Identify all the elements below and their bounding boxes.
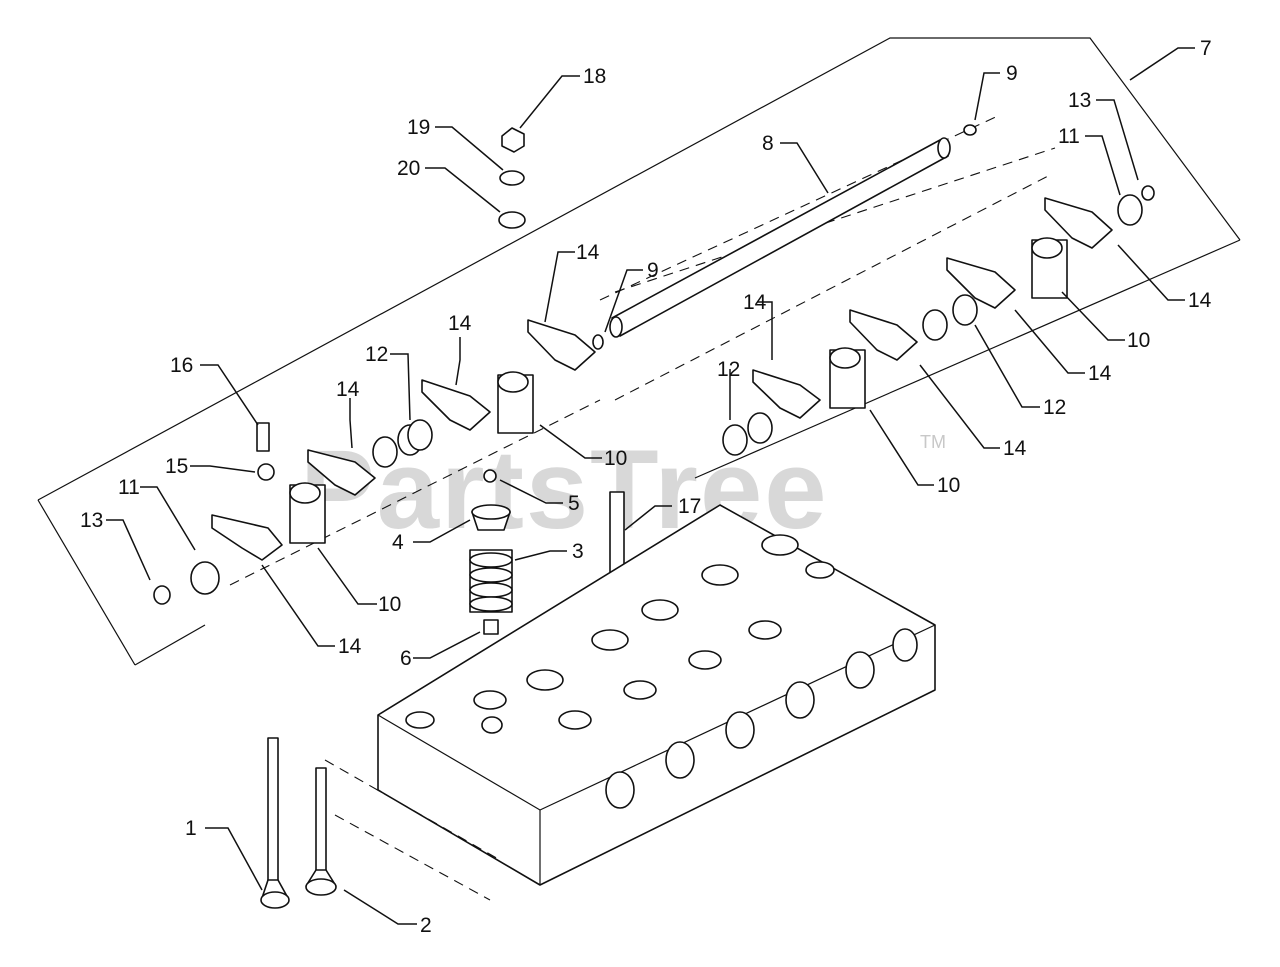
callout-14-center-right: 14 [743,291,767,314]
callout-20: 20 [397,157,420,180]
rocker-springs [372,294,978,468]
callout-12-center: 12 [717,358,740,381]
callout-10-right-lower: 10 [937,474,960,497]
callout-14-right-middle: 14 [1088,362,1112,385]
callout-10-center: 10 [604,447,627,470]
callout-12-right: 12 [1043,396,1066,419]
callout-11-left: 11 [118,476,140,499]
callout-14-center-left: 14 [448,312,472,335]
callout-14-center-top: 14 [576,241,600,264]
callout-7: 7 [1200,37,1212,60]
callout-4: 4 [392,531,404,554]
callout-12-left: 12 [365,343,388,366]
callout-16: 16 [170,354,193,377]
callout-2: 2 [420,914,432,937]
callout-14-left-upper: 14 [336,378,360,401]
cylinder-head [377,504,936,886]
watermark-trademark: TM [920,432,946,452]
callout-8: 8 [762,132,774,155]
callout-3: 3 [572,540,584,563]
callout-18: 18 [583,65,606,88]
callout-1: 1 [185,817,197,840]
callout-9-right: 9 [1006,62,1018,85]
center-lines [229,114,1056,586]
callout-19: 19 [407,116,430,139]
callout-13-right: 13 [1068,89,1091,112]
callout-11-right: 11 [1058,125,1080,148]
valves [260,737,501,909]
callouts: 1 2 3 4 5 6 7 8 9 9 10 10 10 10 11 11 12… [80,37,1212,937]
rocker-supports [289,237,1068,544]
callout-13-left: 13 [80,509,103,532]
adjusting-screw [256,422,275,481]
callout-10-right-upper: 10 [1127,329,1150,352]
leader-lines [106,47,1195,925]
callout-14-right-lower: 14 [1003,437,1027,460]
rocker-arms [211,197,1113,561]
callout-14-left-lower: 14 [338,635,362,658]
valve-spring-parts [469,469,513,635]
shaft-plugs [153,124,1155,605]
callout-5: 5 [568,492,580,515]
callout-17: 17 [678,495,701,518]
callout-15: 15 [165,455,188,478]
callout-6: 6 [400,647,412,670]
nut-washer-stack [498,127,526,229]
spacer-rings [190,194,1143,595]
callout-10-left: 10 [378,593,401,616]
rocker-shaft [609,137,951,338]
callout-9-left: 9 [647,259,659,282]
callout-14-right-upper: 14 [1188,289,1212,312]
